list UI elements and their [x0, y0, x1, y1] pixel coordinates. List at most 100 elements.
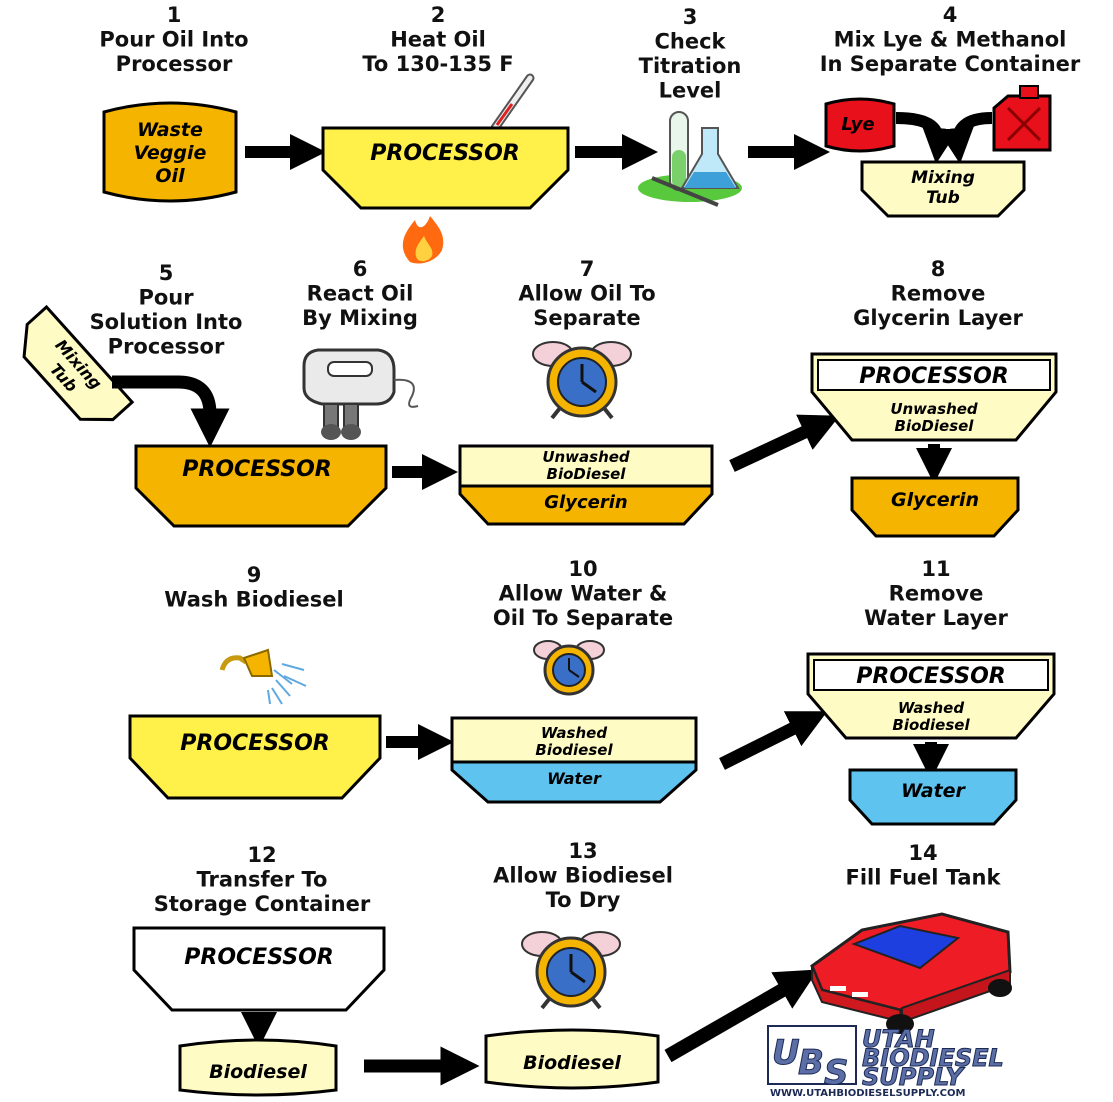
step-6-line-2: By Mixing [302, 306, 418, 330]
arrow-13-14 [664, 969, 819, 1063]
logo-name-line-2: BIODIESEL [862, 1044, 1004, 1072]
storage-biodiesel-container: Biodiesel [178, 1038, 338, 1097]
waste-oil-label-2: Veggie [134, 142, 207, 164]
utah-biodiesel-supply-logo: U B S UTAH BIODIESEL SUPPLY WWW.UTAHBIOD… [767, 1025, 1004, 1099]
alarm-clock-icon [532, 341, 632, 420]
mixing-tub: Mixing Tub [860, 160, 1026, 218]
processor-water-removal: PROCESSOR Washed Biodiesel [806, 652, 1056, 740]
step-4-line-2: In Separate Container [820, 52, 1081, 76]
arrow-pour-solution [112, 375, 230, 448]
step-7-number: 7 [580, 257, 595, 281]
washed-biodiesel-label-2: Biodiesel [535, 741, 613, 759]
biodiesel-label: Biodiesel [209, 1061, 307, 1083]
drying-biodiesel-container: Biodiesel [484, 1028, 660, 1090]
step-5-line-1: Pour [138, 286, 194, 310]
glycerin-label: Glycerin [544, 492, 627, 513]
biodiesel-label: Biodiesel [523, 1052, 621, 1074]
step-10-number: 10 [568, 557, 597, 581]
arrow-lye-to-tub [895, 112, 958, 164]
step-7-line-1: Allow Oil To [518, 282, 655, 306]
step-3-line-2: Titration [639, 54, 742, 78]
step-6-number: 6 [353, 257, 368, 281]
step-13-number: 13 [568, 839, 597, 863]
unwashed-biodiesel-label-1: Unwashed [542, 448, 630, 466]
step-9-number: 9 [247, 563, 262, 587]
arrow-10-11 [719, 711, 828, 770]
processor-label: PROCESSOR [859, 364, 1009, 389]
step-5-line-3: Processor [108, 335, 225, 359]
step-13-line-2: To Dry [546, 888, 621, 912]
mixing-tub-label-2: Tub [926, 188, 960, 208]
glycerin-label: Glycerin [891, 489, 979, 511]
unwashed-biodiesel-label-2: BioDiesel [547, 465, 627, 483]
step-11-line-1: Remove [889, 582, 984, 606]
unwashed-biodiesel-label-2: BioDiesel [895, 417, 975, 435]
washed-biodiesel-label-1: Washed [898, 699, 964, 717]
step-7-line-2: Separate [533, 306, 640, 330]
step-10-line-1: Allow Water & [499, 582, 668, 606]
glycerin-container: Glycerin [850, 476, 1020, 538]
step-1-line-1: Pour Oil Into [99, 28, 248, 52]
thermometer-icon [490, 73, 535, 133]
step-8-number: 8 [931, 257, 946, 281]
step-2-line-1: Heat Oil [390, 28, 486, 52]
step-4-number: 4 [943, 3, 958, 27]
step-14-line-1: Fill Fuel Tank [846, 866, 1002, 890]
step-11-line-2: Water Layer [864, 606, 1008, 630]
processor-glycerin-removal: PROCESSOR Unwashed BioDiesel [810, 352, 1058, 442]
step-12-number: 12 [247, 843, 276, 867]
shower-head-icon [219, 648, 307, 705]
step-3-line-1: Check [654, 30, 726, 54]
car-icon [810, 912, 1012, 1034]
waste-oil-label-3: Oil [155, 165, 185, 187]
arrow-methanol-to-tub [938, 112, 993, 164]
unwashed-biodiesel-label-1: Unwashed [890, 400, 978, 418]
mixing-tub-label-1: Mixing [911, 168, 975, 188]
step-9-line-1: Wash Biodiesel [164, 588, 343, 612]
step-12-line-1: Transfer To [196, 868, 327, 892]
step-1-line-2: Processor [116, 52, 233, 76]
step-4-line-1: Mix Lye & Methanol [834, 28, 1067, 52]
logo-url: WWW.UTAHBIODIESELSUPPLY.COM [770, 1088, 965, 1098]
waste-oil-label-1: Waste [137, 119, 203, 141]
logo-monogram-s: S [824, 1053, 849, 1093]
washed-biodiesel-label-1: Washed [541, 724, 607, 742]
processor-label: PROCESSOR [182, 457, 332, 482]
step-13-line-1: Allow Biodiesel [493, 864, 673, 888]
hand-mixer-icon [302, 348, 419, 440]
logo-monogram-u: U [772, 1033, 800, 1073]
lye-label: Lye [841, 114, 874, 135]
step-10-line-2: Oil To Separate [493, 606, 673, 630]
step-5-line-2: Solution Into [90, 310, 243, 334]
alarm-clock-icon [533, 640, 605, 696]
processor-mixing: PROCESSOR [134, 444, 388, 528]
titration-glassware-icon [638, 111, 742, 207]
step-11-number: 11 [921, 557, 950, 581]
alarm-clock-icon [521, 931, 621, 1010]
processor-transfer: PROCESSOR [132, 926, 386, 1012]
water-label: Water [547, 769, 602, 788]
step-3-line-3: Level [659, 79, 722, 103]
water-container: Water [848, 768, 1018, 826]
processor-label: PROCESSOR [856, 664, 1006, 689]
step-8-line-2: Glycerin Layer [853, 306, 1023, 330]
processor-water-separating: Washed Biodiesel Water [450, 716, 698, 804]
processor-separating: Unwashed BioDiesel Glycerin [458, 444, 714, 526]
water-label: Water [901, 780, 966, 802]
